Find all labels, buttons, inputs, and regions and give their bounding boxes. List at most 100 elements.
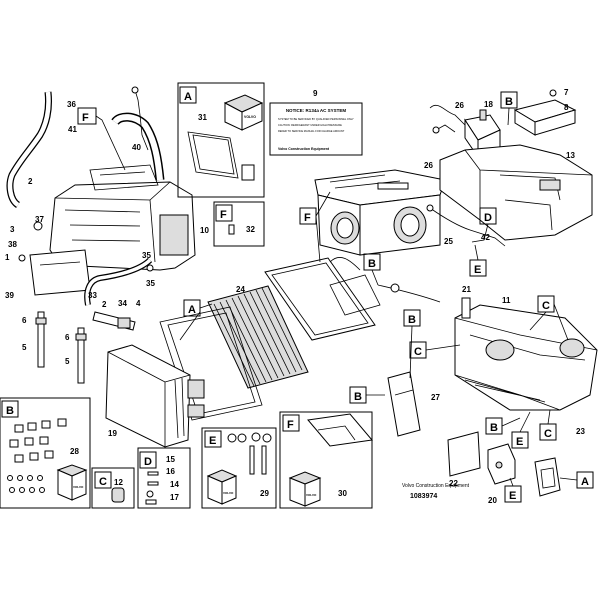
svg-text:5: 5 [22, 343, 27, 352]
svg-text:D: D [484, 212, 492, 224]
drawing-footer: Volvo Construction Equipment 1083974 [402, 483, 470, 500]
svg-text:E: E [474, 264, 481, 276]
svg-text:37: 37 [35, 215, 44, 224]
svg-text:12: 12 [114, 478, 123, 487]
svg-text:SYSTEM TO BE SERVICED BY QUALI: SYSTEM TO BE SERVICED BY QUALIFIED PERSO… [278, 117, 354, 121]
svg-text:30: 30 [338, 489, 347, 498]
svg-text:11: 11 [502, 296, 511, 305]
clip-set [7, 418, 67, 493]
svg-text:1: 1 [5, 253, 10, 262]
svg-text:20: 20 [488, 496, 497, 505]
svg-text:7: 7 [564, 88, 569, 97]
svg-text:1083974: 1083974 [410, 493, 437, 500]
svg-text:40: 40 [132, 143, 141, 152]
svg-text:8: 8 [564, 103, 569, 112]
filter-frame-rear [264, 257, 381, 341]
svg-text:A: A [581, 476, 589, 488]
lower-housing-11 [454, 297, 598, 411]
svg-text:B: B [368, 258, 376, 270]
control-panel-8 [513, 89, 577, 136]
svg-text:2: 2 [102, 300, 107, 309]
svg-text:3: 3 [10, 225, 15, 234]
blower-assembly [314, 169, 446, 256]
detail-box-e-29: E VOLVO [201, 427, 277, 509]
svg-text:B: B [505, 96, 513, 108]
svg-text:19: 19 [108, 429, 117, 438]
svg-text:35: 35 [146, 279, 155, 288]
svg-text:34: 34 [118, 299, 127, 308]
detail-box-c-12: C [91, 467, 135, 509]
svg-text:38: 38 [8, 240, 17, 249]
hvac-unit-group [6, 86, 196, 384]
svg-text:C: C [414, 346, 422, 358]
evaporator-19 [105, 344, 205, 448]
svg-text:C: C [544, 428, 552, 440]
svg-text:36: 36 [67, 100, 76, 109]
svg-text:VOLVO: VOLVO [223, 491, 234, 495]
clip-part [534, 457, 561, 497]
svg-text:41: 41 [68, 125, 77, 134]
bracket-22 [447, 431, 481, 477]
part-numbers: 36 41 40 2 37 3 38 1 39 10 35 35 33 2 34… [5, 88, 585, 505]
svg-text:5: 5 [65, 357, 70, 366]
svg-text:Volvo Construction Equipment: Volvo Construction Equipment [278, 147, 330, 151]
svg-text:15: 15 [166, 455, 175, 464]
detail-box-a-31: A VOLVO [177, 82, 265, 198]
svg-text:35: 35 [142, 251, 151, 260]
svg-text:Volvo Construction Equipment: Volvo Construction Equipment [402, 483, 470, 489]
svg-text:6: 6 [22, 316, 27, 325]
svg-text:REFER TO SERVICE MANUAL FOR CH: REFER TO SERVICE MANUAL FOR CHARGE AMOUN… [278, 129, 345, 133]
svg-text:A: A [184, 91, 192, 103]
svg-text:6: 6 [65, 333, 70, 342]
sensor-25-wiring [329, 204, 506, 303]
svg-text:27: 27 [431, 393, 440, 402]
detail-box-b-28: B VOLVO [0, 397, 91, 509]
svg-text:9: 9 [313, 89, 318, 98]
svg-text:B: B [354, 391, 362, 403]
svg-text:33: 33 [88, 291, 97, 300]
detail-box-f-32: F [213, 201, 265, 247]
svg-text:A: A [188, 304, 196, 316]
svg-text:31: 31 [198, 113, 207, 122]
svg-text:B: B [490, 422, 498, 434]
svg-text:26: 26 [455, 101, 464, 110]
housing-cover-13 [439, 144, 593, 241]
svg-text:NOTICE: R134a AC SYSTEM: NOTICE: R134a AC SYSTEM [286, 108, 347, 113]
svg-text:21: 21 [462, 285, 471, 294]
svg-text:24: 24 [236, 285, 245, 294]
svg-text:4: 4 [136, 299, 141, 308]
notice-label-9: NOTICE: R134a AC SYSTEM SYSTEM TO BE SER… [269, 102, 363, 156]
leader-lines [95, 107, 578, 487]
svg-text:25: 25 [444, 237, 453, 246]
svg-text:F: F [287, 419, 294, 431]
svg-text:F: F [220, 209, 227, 221]
svg-text:14: 14 [170, 480, 179, 489]
svg-text:32: 32 [246, 225, 255, 234]
svg-text:C: C [99, 476, 107, 488]
filter-24 [207, 285, 309, 389]
svg-text:23: 23 [576, 427, 585, 436]
svg-text:D: D [144, 456, 152, 468]
svg-text:28: 28 [70, 447, 79, 456]
svg-text:E: E [516, 436, 523, 448]
svg-text:C: C [542, 300, 550, 312]
svg-text:E: E [209, 435, 216, 447]
bracket-27 [387, 371, 421, 437]
svg-text:B: B [6, 405, 14, 417]
svg-text:39: 39 [5, 291, 14, 300]
connector-20 [487, 443, 516, 485]
svg-text:26: 26 [424, 161, 433, 170]
svg-text:13: 13 [566, 151, 575, 160]
callout-f-topleft: F [77, 107, 97, 125]
svg-text:F: F [82, 112, 89, 124]
detail-box-d: D [137, 447, 191, 509]
svg-text:18: 18 [484, 100, 493, 109]
svg-text:2: 2 [28, 177, 33, 186]
svg-text:17: 17 [170, 493, 179, 502]
svg-text:29: 29 [260, 489, 269, 498]
svg-text:VOLVO: VOLVO [306, 493, 317, 497]
svg-text:VOLVO: VOLVO [244, 115, 256, 119]
svg-text:16: 16 [166, 467, 175, 476]
svg-text:10: 10 [200, 226, 209, 235]
